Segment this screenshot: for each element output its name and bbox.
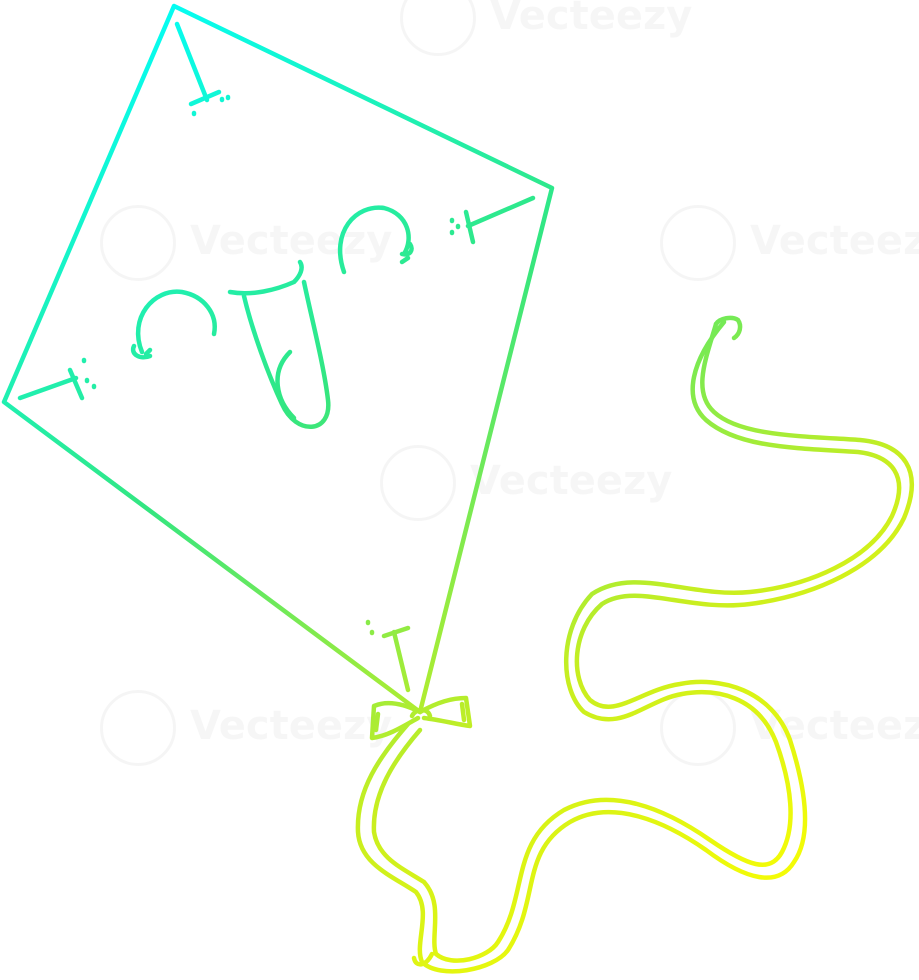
- left-eye: [135, 289, 217, 355]
- tongue: [275, 349, 297, 421]
- mouth: [227, 259, 304, 296]
- kite-outline: [1, 3, 555, 715]
- corner-tab-left: [17, 357, 97, 401]
- corner-tab-top: [174, 21, 231, 117]
- right-eye: [337, 205, 411, 275]
- corner-tab-right: [449, 195, 536, 245]
- kite-face: [130, 205, 414, 429]
- corner-tab-bottom: [365, 619, 411, 693]
- kite-tail: [355, 315, 914, 974]
